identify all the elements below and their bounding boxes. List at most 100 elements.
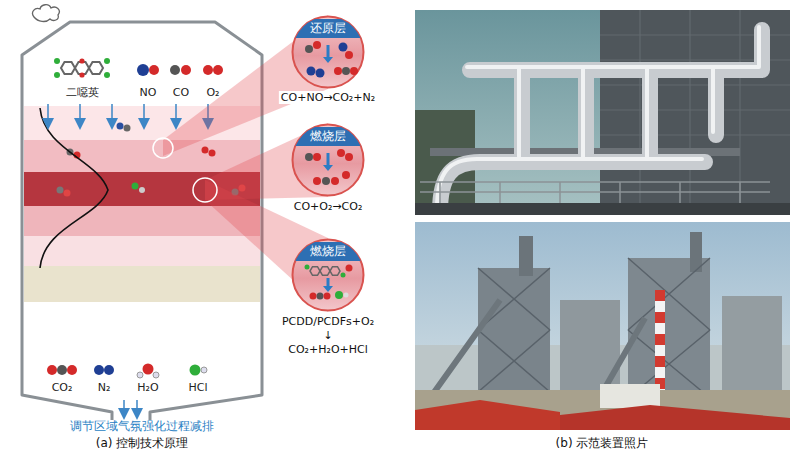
band-molecules-part xyxy=(64,190,71,197)
atom xyxy=(350,67,358,75)
atom xyxy=(305,153,313,161)
photo-bottom-part xyxy=(655,290,665,301)
dioxin-ring xyxy=(320,267,330,276)
molecule-label: CO₂ xyxy=(52,381,73,394)
molecule-label: H₂O xyxy=(137,381,158,394)
atom xyxy=(324,293,331,300)
layer-title: 燃烧层 xyxy=(310,243,346,260)
photo-bottom-part xyxy=(415,222,790,430)
gas-molecules-bottom-part xyxy=(67,365,77,375)
gas-molecules-top-part xyxy=(149,65,159,75)
vessel-bands-part xyxy=(24,140,260,172)
molecule-label: N₂ xyxy=(98,381,111,394)
band-molecules-part xyxy=(202,147,209,154)
photo-bottom-part xyxy=(655,312,665,323)
photo-bottom-part xyxy=(600,384,660,408)
dioxin-molecule-part xyxy=(54,58,60,64)
layer-circle: 还原层 xyxy=(291,15,365,89)
layer-title-band xyxy=(291,127,365,146)
reaction-arrow xyxy=(327,45,330,58)
gas-molecules-top xyxy=(137,64,223,76)
molecule-label: HCl xyxy=(188,381,207,394)
distribution-curve xyxy=(40,108,108,268)
molecule-label: NO xyxy=(140,86,157,99)
reaction-equation: CO+O₂→CO₂ xyxy=(292,200,365,213)
reaction-arrow xyxy=(323,165,333,171)
photo-bottom-part xyxy=(655,334,665,345)
flow-arrows-part xyxy=(143,104,145,124)
dioxin-molecule-part xyxy=(54,72,60,78)
atom xyxy=(305,265,310,270)
vessel-bands-part xyxy=(24,236,260,266)
band-molecules-part xyxy=(57,187,64,194)
band-molecules-part xyxy=(209,150,216,157)
gas-molecules-top-part xyxy=(203,65,213,75)
dioxin-ring xyxy=(330,267,340,276)
gas-molecules-top-part xyxy=(170,65,180,75)
gas-molecules-top-part xyxy=(213,65,223,75)
atom xyxy=(307,67,316,76)
atom xyxy=(313,177,321,185)
panel-caption: (b) 示范装置照片 xyxy=(556,436,649,450)
atom xyxy=(342,171,350,179)
atom xyxy=(305,45,313,53)
atom xyxy=(342,67,350,75)
dioxin-molecule-part xyxy=(104,58,110,64)
gas-molecules-bottom-part xyxy=(94,365,104,375)
gas-molecules-top-part xyxy=(181,65,191,75)
gas-molecules-bottom-part xyxy=(201,367,207,373)
reaction-equation: ↓ xyxy=(321,329,334,342)
atom xyxy=(322,177,330,185)
vessel-bands-part xyxy=(24,266,260,302)
atom xyxy=(316,69,325,78)
photo-bottom-part xyxy=(655,356,665,367)
layer-title-band xyxy=(291,19,365,38)
gas-molecules-bottom-part xyxy=(47,365,57,375)
atom xyxy=(331,177,339,185)
gas-molecules-bottom-part xyxy=(153,372,159,378)
flow-arrows-part xyxy=(175,104,177,124)
vessel-outline-part xyxy=(22,22,262,420)
layer-circle: 燃烧层 xyxy=(291,123,365,197)
gas-molecules-bottom xyxy=(47,364,207,379)
molecule-label: 二噁英 xyxy=(66,86,99,99)
photo-top xyxy=(415,10,790,215)
atom xyxy=(339,43,348,52)
photo-bottom-part xyxy=(655,290,665,400)
exhaust-cloud-part xyxy=(33,5,60,22)
layer-title-band xyxy=(291,242,365,261)
photo-bottom-part xyxy=(519,236,533,276)
atom xyxy=(344,293,349,298)
photo-bottom xyxy=(415,222,790,430)
layer-circle: 燃烧层 xyxy=(291,238,365,312)
dioxin-molecule-part xyxy=(61,62,75,74)
reaction-arrow xyxy=(327,278,330,287)
atom xyxy=(335,291,343,299)
dioxin-molecule xyxy=(54,58,110,78)
distribution-curve-part xyxy=(40,108,108,268)
flow-arrows xyxy=(48,104,208,414)
flow-arrows-part xyxy=(111,104,113,124)
gas-molecules-bottom-part xyxy=(137,372,143,378)
gas-molecules-bottom-part xyxy=(104,365,114,375)
zoom-wedges-part xyxy=(193,178,217,202)
photo-bottom-part xyxy=(478,268,550,400)
dioxin-molecule-part xyxy=(89,62,103,74)
atom xyxy=(345,153,353,161)
atom xyxy=(313,153,321,161)
reaction-equation: PCDD/PCDFs+O₂ xyxy=(280,315,376,328)
reaction-arrow xyxy=(323,286,333,292)
reaction-arrow xyxy=(323,57,333,63)
vessel-outline xyxy=(22,22,262,420)
flow-arrows-part xyxy=(79,104,81,124)
band-molecules-part xyxy=(139,187,145,193)
photo-bottom-part xyxy=(722,296,782,400)
photo-top-part xyxy=(415,10,790,215)
photo-bottom-part xyxy=(478,268,550,392)
process-note: 调节区域气氛强化过程减排 xyxy=(70,419,214,433)
photo-bottom-part xyxy=(415,400,560,430)
atom xyxy=(337,149,345,157)
flow-arrows-part xyxy=(47,104,49,124)
